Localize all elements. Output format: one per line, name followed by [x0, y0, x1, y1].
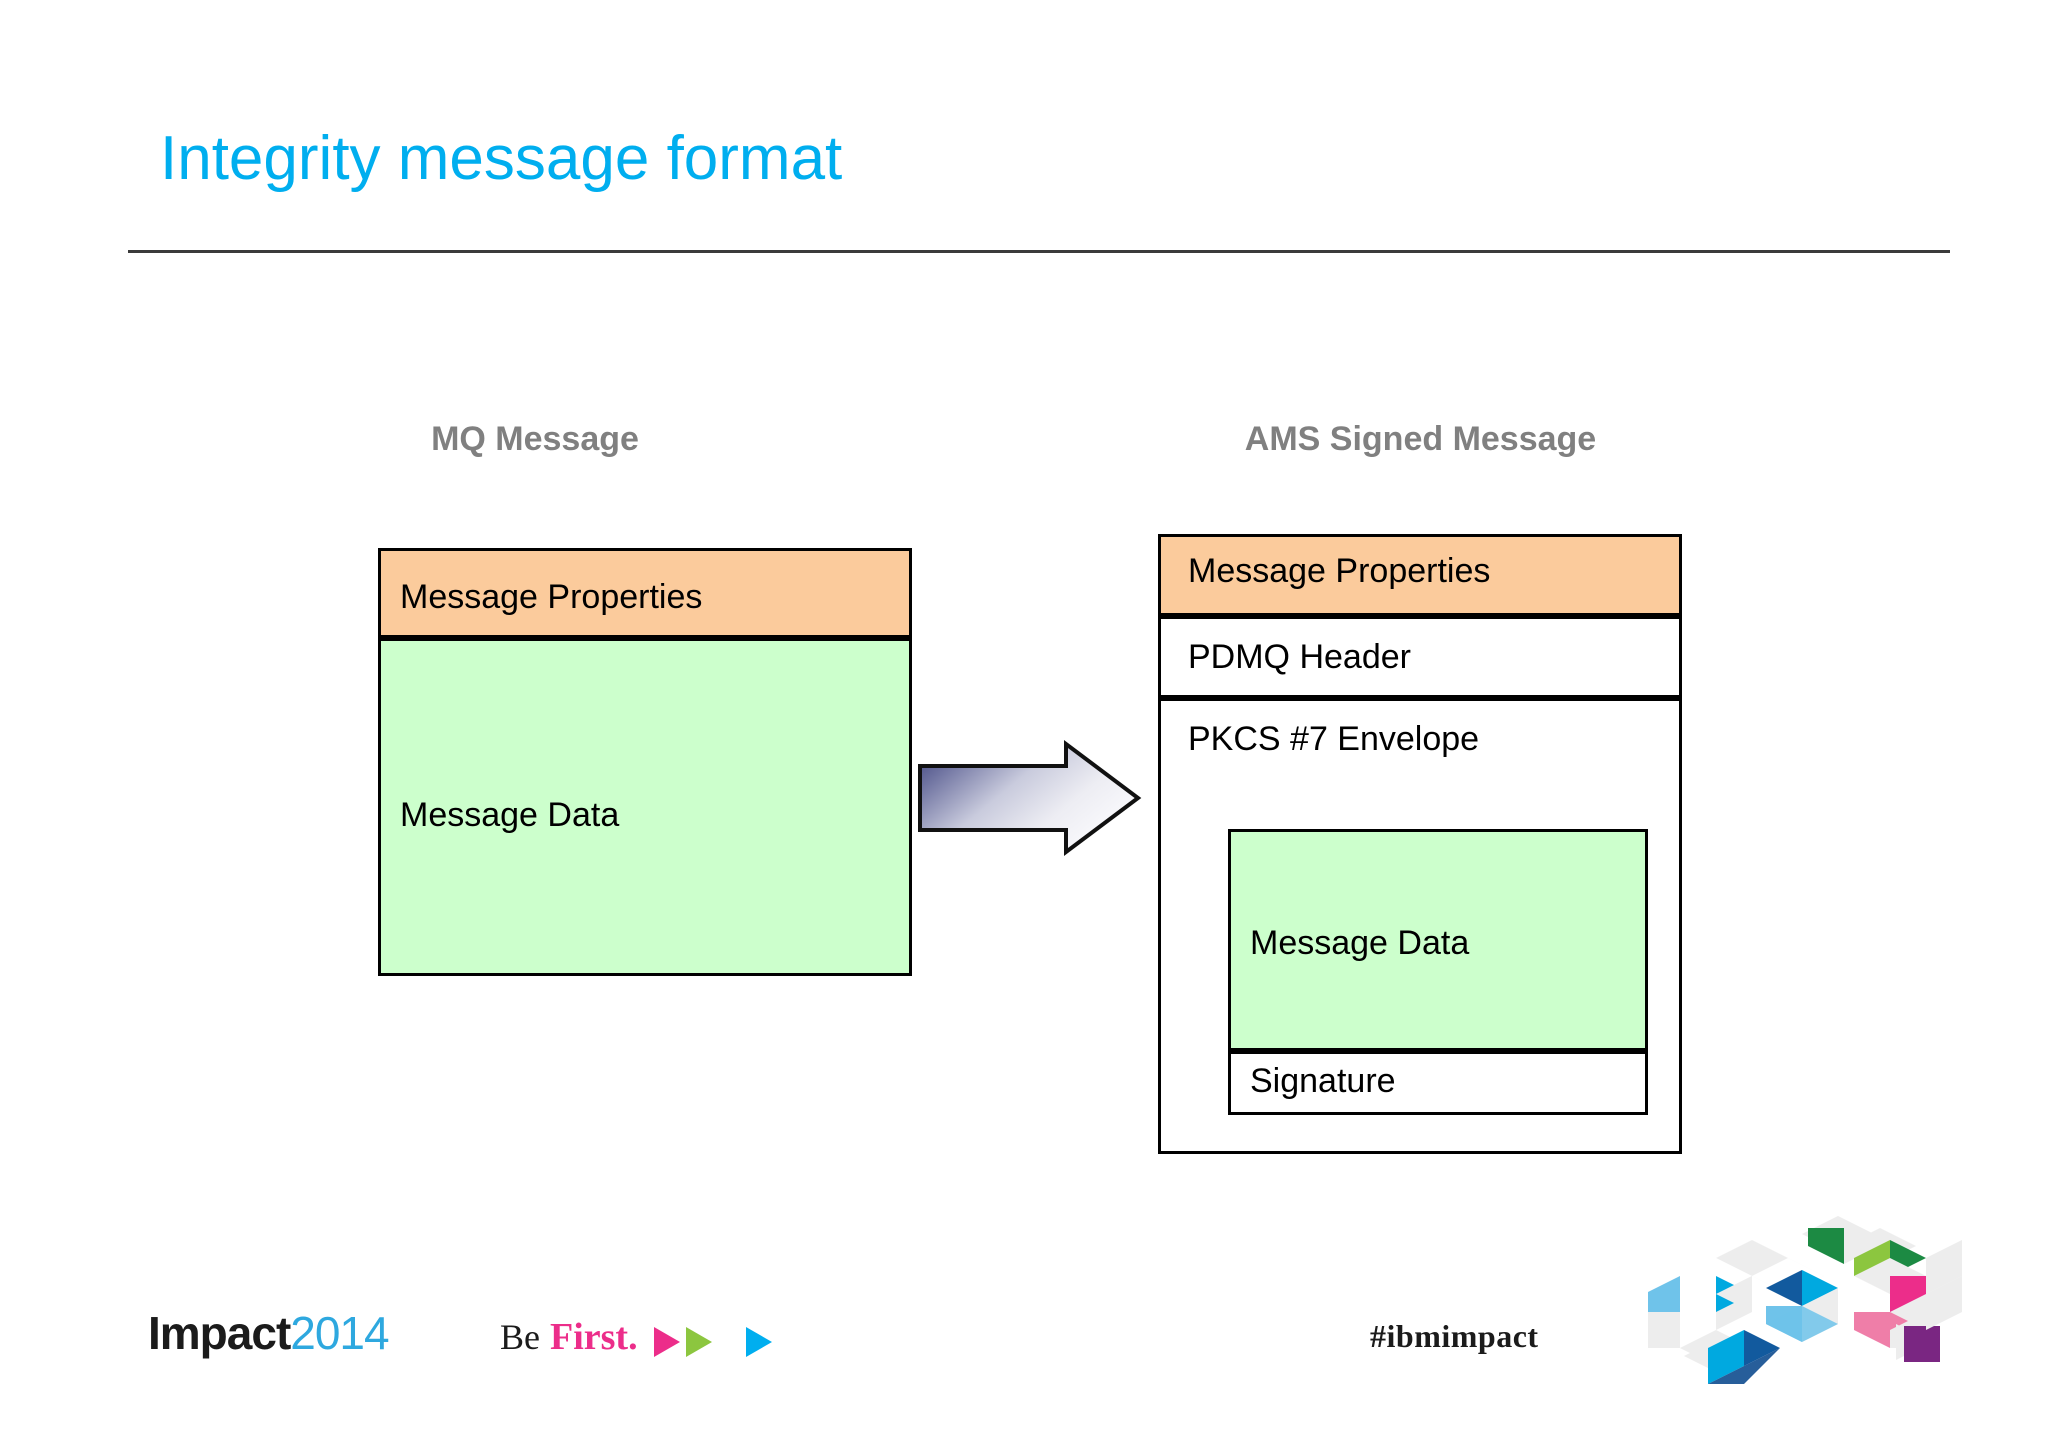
mq-message-caption: MQ Message: [431, 420, 639, 458]
ams-inner-signature-label: Signature: [1250, 1062, 1396, 1100]
blue-triangle-icon: [745, 1327, 772, 1358]
impact-logo-brand: Impact: [148, 1307, 291, 1359]
tagline-first-text: First.: [550, 1316, 638, 1358]
ams-pkcs7-envelope-label: PKCS #7 Envelope: [1188, 720, 1480, 758]
ibm-triangle-mosaic-icon: [1648, 1216, 2016, 1392]
transformation-arrow-icon: [918, 738, 1142, 858]
mq-message-properties-section: [378, 548, 912, 638]
impact-logo-year: 2014: [290, 1307, 389, 1359]
tagline-be-text: Be: [500, 1317, 540, 1357]
ams-signed-message-caption: AMS Signed Message: [1244, 420, 1597, 458]
ams-inner-message-data-label: Message Data: [1250, 924, 1470, 962]
mq-message-properties-label: Message Properties: [400, 578, 703, 616]
green-triangle-icon: [685, 1327, 712, 1358]
ams-message-properties-section: [1158, 534, 1682, 616]
page-title: Integrity message format: [160, 124, 843, 193]
ams-pdmq-header-section: [1158, 616, 1682, 698]
title-divider: [128, 250, 1950, 253]
event-hashtag: #ibmimpact: [1370, 1318, 1539, 1354]
impact-logo: Impact2014: [148, 1307, 390, 1359]
ams-message-properties-label: Message Properties: [1188, 552, 1491, 590]
mq-message-data-section: [378, 638, 912, 976]
ams-inner-message-data-section: [1228, 829, 1648, 1051]
pink-triangle-icon: [653, 1327, 680, 1358]
mq-message-data-label: Message Data: [400, 796, 620, 834]
ams-pdmq-header-label: PDMQ Header: [1188, 638, 1411, 676]
ams-inner-signature-section: [1228, 1051, 1648, 1115]
